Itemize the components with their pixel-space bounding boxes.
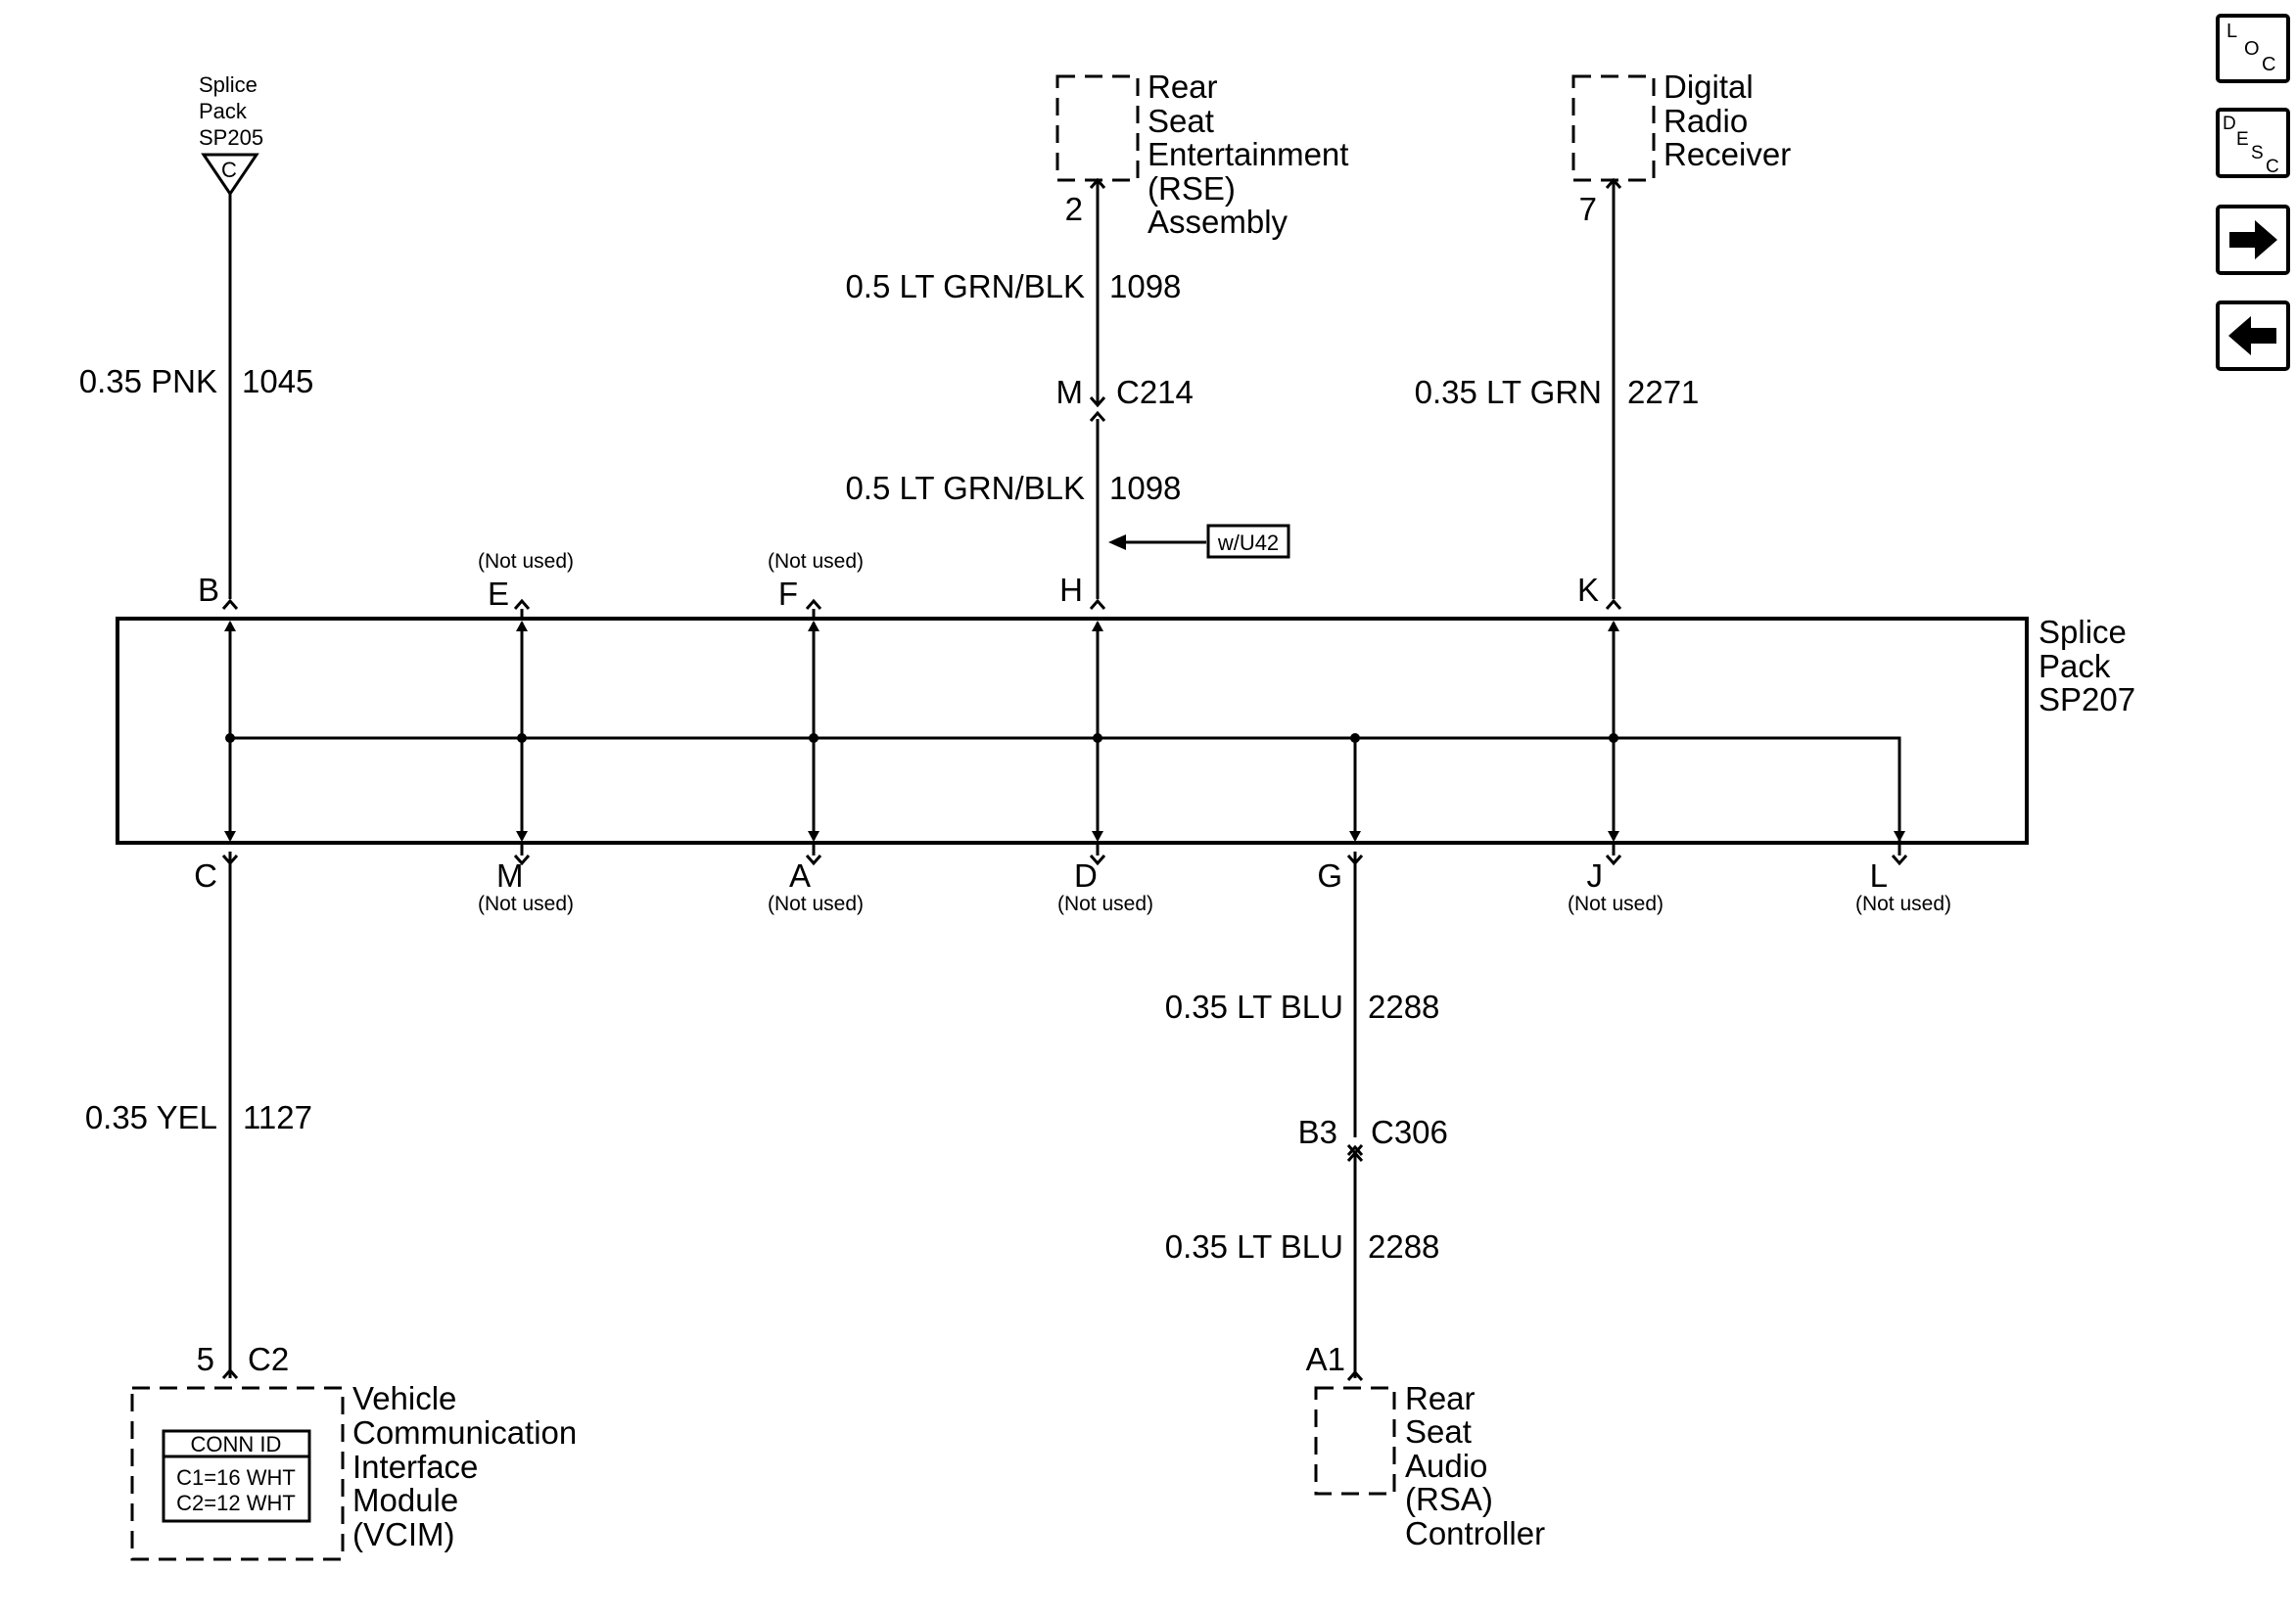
digital-radio-receiver-box — [1571, 74, 1656, 182]
not-used-d: (Not used) — [1057, 893, 1153, 915]
connector-symbols — [221, 177, 1908, 1381]
splice-arrowheads — [224, 534, 1905, 842]
prev-button[interactable] — [2216, 300, 2290, 371]
wire-b-circuit: 1045 — [242, 363, 313, 399]
sp205-terminal: C — [221, 158, 237, 182]
drr-label-2: Radio — [1663, 103, 1748, 139]
rsa-label-1: Rear — [1405, 1380, 1476, 1416]
not-used-j: (Not used) — [1568, 893, 1663, 915]
sp207-label-1: Splice — [2038, 614, 2127, 650]
sp207-pin-l: L — [1870, 857, 1888, 894]
vcim-label-2: Communication — [352, 1414, 577, 1451]
wire-c-circuit: 1127 — [243, 1099, 312, 1135]
not-used-f: (Not used) — [768, 550, 864, 573]
wire-g-upper-color: 0.35 LT BLU — [1165, 989, 1343, 1025]
conn-id-c2: C2=12 WHT — [176, 1491, 296, 1515]
rsa-label-3: Audio — [1405, 1448, 1487, 1484]
wire-b-color: 0.35 PNK — [79, 363, 217, 399]
wire-c-color: 0.35 YEL — [85, 1099, 217, 1135]
rse-label-1: Rear — [1148, 69, 1218, 105]
prev-arrow-icon — [2228, 316, 2276, 355]
loc-button[interactable]: L O C — [2216, 14, 2290, 83]
desc-c: C — [2266, 157, 2279, 177]
not-used-m: (Not used) — [478, 893, 574, 915]
drr-pin: 7 — [1579, 191, 1597, 227]
rsa-label-4: (RSA) — [1405, 1481, 1493, 1517]
sp207-pin-k: K — [1577, 572, 1599, 608]
vcim-connector: C2 — [248, 1341, 289, 1377]
loc-l: L — [2226, 21, 2237, 42]
not-used-l: (Not used) — [1855, 893, 1951, 915]
sp207-pin-c: C — [194, 857, 217, 894]
rsa-label-2: Seat — [1405, 1413, 1472, 1450]
sp207-pin-m: M — [496, 857, 524, 894]
sp205-label-1: Splice — [199, 72, 258, 97]
rse-label-4: (RSE) — [1148, 170, 1236, 207]
wire-k-circuit: 2271 — [1627, 374, 1699, 410]
vcim-pin: 5 — [197, 1341, 214, 1377]
next-button[interactable] — [2216, 205, 2290, 275]
rsa-pin: A1 — [1306, 1341, 1345, 1377]
rsa-controller-box — [1314, 1386, 1396, 1496]
sp205-label-3: SP205 — [199, 125, 263, 150]
conn-id-box — [162, 1429, 311, 1523]
rsa-label-5: Controller — [1405, 1515, 1545, 1551]
wire-k-color: 0.35 LT GRN — [1415, 374, 1602, 410]
splice-pack-sp207-box — [116, 617, 2029, 845]
rse-label-5: Assembly — [1148, 204, 1289, 240]
not-used-e: (Not used) — [478, 550, 574, 573]
sp207-pin-h: H — [1059, 572, 1083, 608]
wire-h-upper-circuit: 1098 — [1109, 268, 1181, 304]
vcim-label-3: Interface — [352, 1449, 478, 1485]
rse-pin: 2 — [1065, 191, 1083, 227]
sp205-label-2: Pack — [199, 99, 248, 123]
option-u42-tag — [1206, 524, 1290, 559]
sp207-pin-b: B — [198, 572, 219, 608]
sp207-pin-e: E — [488, 576, 509, 612]
not-used-a: (Not used) — [768, 893, 864, 915]
c306-connector: C306 — [1371, 1114, 1448, 1150]
conn-id-title: CONN ID — [191, 1432, 282, 1456]
next-arrow-icon — [2229, 220, 2277, 259]
desc-s: S — [2251, 143, 2264, 163]
sp207-pin-f: F — [778, 576, 798, 612]
wire-h-upper-color: 0.5 LT GRN/BLK — [845, 268, 1085, 304]
rse-assembly-box — [1055, 74, 1140, 182]
sp207-label-2: Pack — [2038, 648, 2111, 684]
wire-g-upper-circuit: 2288 — [1368, 989, 1439, 1025]
sp207-pin-j: J — [1587, 857, 1604, 894]
conn-id-c1: C1=16 WHT — [176, 1465, 296, 1490]
splice-junction-dots — [225, 733, 1618, 743]
splice-sp205-triangle — [201, 153, 259, 197]
wire-h-lower-color: 0.5 LT GRN/BLK — [845, 470, 1085, 506]
vcim-label-4: Module — [352, 1482, 458, 1518]
loc-c: C — [2262, 54, 2275, 75]
vcim-label-5: (VCIM) — [352, 1516, 454, 1552]
c306-pin: B3 — [1298, 1114, 1337, 1150]
drr-label-3: Receiver — [1663, 136, 1791, 172]
loc-o: O — [2244, 38, 2260, 60]
vcim-label-1: Vehicle — [352, 1380, 456, 1416]
sp207-pin-a: A — [789, 857, 811, 894]
desc-button[interactable]: D E S C — [2216, 108, 2290, 178]
c214-connector: C214 — [1116, 374, 1194, 410]
splice-bus-line — [230, 736, 1901, 844]
option-u42-text: w/U42 — [1217, 531, 1279, 555]
rse-label-3: Entertainment — [1148, 136, 1348, 172]
rse-label-2: Seat — [1148, 103, 1214, 139]
drr-label-1: Digital — [1663, 69, 1754, 105]
wire-g-lower-color: 0.35 LT BLU — [1165, 1228, 1343, 1265]
desc-e: E — [2236, 129, 2249, 150]
wire-h-lower-circuit: 1098 — [1109, 470, 1181, 506]
c214-pin: M — [1056, 374, 1084, 410]
sp207-pin-g: G — [1317, 857, 1342, 894]
sp207-pin-d: D — [1074, 857, 1098, 894]
desc-d: D — [2223, 114, 2236, 134]
sp207-label-3: SP207 — [2038, 681, 2135, 717]
wire-g-lower-circuit: 2288 — [1368, 1228, 1439, 1265]
